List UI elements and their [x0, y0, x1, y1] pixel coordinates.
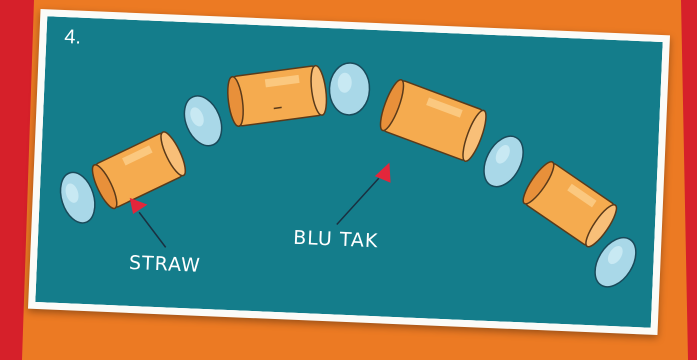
straw-label: STRAW	[129, 252, 202, 277]
step-number: 4.	[64, 27, 82, 48]
instruction-card: 4. STRAW BLU TAK	[28, 9, 670, 335]
blu-tak-label: BLU TAK	[293, 227, 379, 253]
illustration-panel: 4. STRAW BLU TAK	[35, 16, 662, 328]
illustration	[35, 16, 662, 328]
